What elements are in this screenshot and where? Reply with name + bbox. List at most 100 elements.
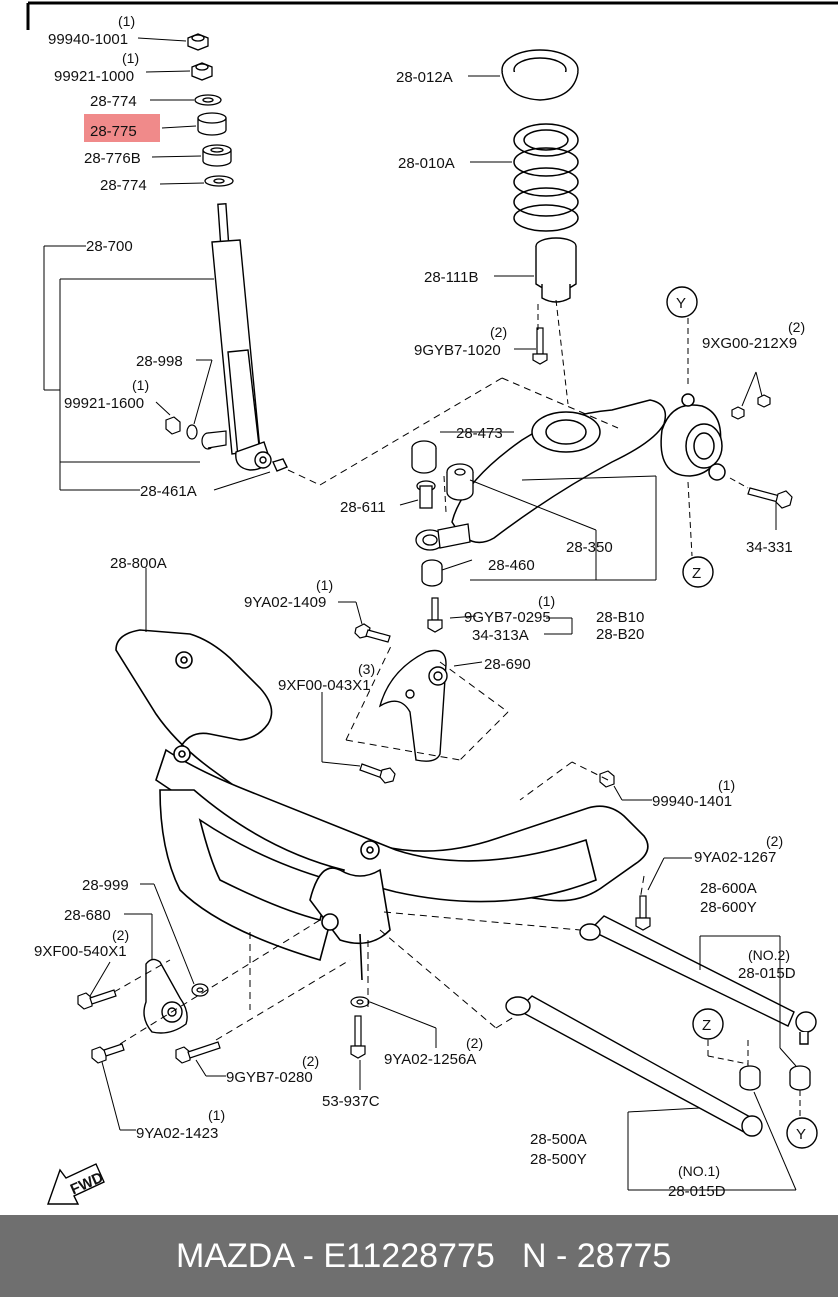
bolt-9GYB7-0280 [175,1041,221,1064]
part-label-28-500Y: 28-500Y [530,1151,587,1168]
bracket-28-680 [143,958,188,1034]
bolt-9YA02-1267 [635,895,651,931]
part-label-9GYB7-0280: 9GYB7-0280 [226,1069,313,1086]
part-label-9XG00-212X9: 9XG00-212X9 [702,335,797,352]
brand-part-number: MAZDA - E11228775 [176,1237,495,1275]
trailing-arm-28-B10 [451,399,667,544]
part-label-28-775: 28-775 [90,123,137,140]
ball-joint-28-015D-no2 [789,1065,811,1091]
shock-absorber-28-700 [211,203,288,472]
part-label-28-700: 28-700 [86,238,133,255]
part-label-28-350: 28-350 [566,539,613,556]
circle-y-bottom [786,1117,818,1149]
bushing-28-473 [411,440,437,474]
part-label-28-B20: 28-B20 [596,626,644,643]
bump-stop-28-111B [535,237,577,303]
qty-label: (2) [112,927,129,943]
part-label-28-B10: 28-B10 [596,609,644,626]
qty-label: (2) [490,324,507,340]
qty-label: (2) [788,319,805,335]
circle-z-bottom [692,1008,724,1040]
nut-99921-1600 [165,416,181,435]
bolt-28-611 [416,480,436,509]
part-label-28-774: 28-774 [90,93,137,110]
part-label-28-998: 28-998 [136,353,183,370]
part-label-9XF00-540X1: 9XF00-540X1 [34,943,127,960]
part-label-28-010A: 28-010A [398,155,455,172]
nuts-9XG00-212X9 [731,394,771,420]
circle-y-top [666,286,698,318]
bolt-9XF00-540X1 [77,989,117,1010]
lateral-arm-28-600A [579,915,817,1045]
circle-z-top [682,556,714,588]
part-label-34-313A: 34-313A [472,627,529,644]
lateral-arm-28-500A [505,995,763,1137]
qty-label: (1) [316,577,333,593]
part-label-34-331: 34-331 [746,539,793,556]
bolt-9GYB7-0295 [427,597,443,633]
nut-99940-1001 [187,33,209,51]
nut-99921-1000 [191,62,213,81]
part-label-99940-1401: 99940-1401 [652,793,732,810]
part-label-99940-1001: 99940-1001 [48,31,128,48]
bushing-28-776B [202,144,232,167]
knuckle [660,393,726,481]
part-label-9YA02-1409: 9YA02-1409 [244,594,326,611]
part-label-28-015D: 28-015D [668,1183,726,1200]
qty-label: (1) [122,50,139,66]
part-label-28-015D: 28-015D [738,965,796,982]
part-label-28-500A: 28-500A [530,1131,587,1148]
part-number-footer: MAZDA - E11228775 N - 28775 [0,1215,838,1297]
spring-seat-28-012A [501,49,579,101]
washer-28-774-a [194,94,222,106]
washer-9YA02-1256A [350,996,370,1008]
part-label-9XF00-043X1: 9XF00-043X1 [278,677,371,694]
part-label-28-690: 28-690 [484,656,531,673]
part-label-28-111B: 28-111B [424,269,479,286]
part-label-9YA02-1256A: 9YA02-1256A [384,1051,476,1068]
bolt-9YA02-1409 [354,623,391,643]
coil-spring-28-010A [513,123,579,232]
bushing-28-775 [197,112,227,136]
circle-y-label: Y [796,1126,806,1143]
highlight-28-775 [84,114,160,142]
circle-z-label: Z [692,565,701,582]
qty-label: (1) [208,1107,225,1123]
qty-label: (3) [358,661,375,677]
part-label-53-937C: 53-937C [322,1093,380,1110]
part-label-28-600A: 28-600A [700,880,757,897]
part-label-28-461A: 28-461A [140,483,197,500]
crossmember-28-800A [115,629,649,981]
part-label-28-776B: 28-776B [84,150,141,167]
link-28-460 [415,523,471,551]
bushing-28-460 [421,559,443,587]
part-label-28-012A: 28-012A [396,69,453,86]
part-label-9GYB7-1020: 9GYB7-1020 [414,342,501,359]
bushing-28-350 [446,463,474,501]
part-label-9YA02-1423: 9YA02-1423 [136,1125,218,1142]
qty-label: (1) [118,13,135,29]
part-label-28-774: 28-774 [100,177,147,194]
part-label-9GYB7-0295: 9GYB7-0295 [464,609,551,626]
bolt-34-331 [747,487,793,509]
bolt-9GYB7-1020 [532,327,548,365]
ball-joint-28-015D-no1 [739,1065,761,1091]
qty-label: (1) [718,777,735,793]
bolt-9XF00-043X1 [359,763,396,784]
part-label-28-600Y: 28-600Y [700,899,757,916]
part-label-28-473: 28-473 [456,425,503,442]
part-label-28-999: 28-999 [82,877,129,894]
part-label-28-460: 28-460 [488,557,535,574]
qty-label: (1) [538,593,555,609]
qty-label: (2) [466,1035,483,1051]
part-label-28-800A: 28-800A [110,555,167,572]
bolt-shock-lower [201,430,227,450]
fwd-label: FWD [68,1169,106,1198]
n-part-number: N - 28775 [522,1237,672,1275]
qty-label: (2) [766,833,783,849]
bolt-53-937C [350,1015,366,1059]
forward-arrow-icon [47,1163,105,1205]
circle-y-label: Y [676,295,686,312]
circle-z-label: Z [702,1017,711,1034]
bracket-28-690 [378,649,448,762]
